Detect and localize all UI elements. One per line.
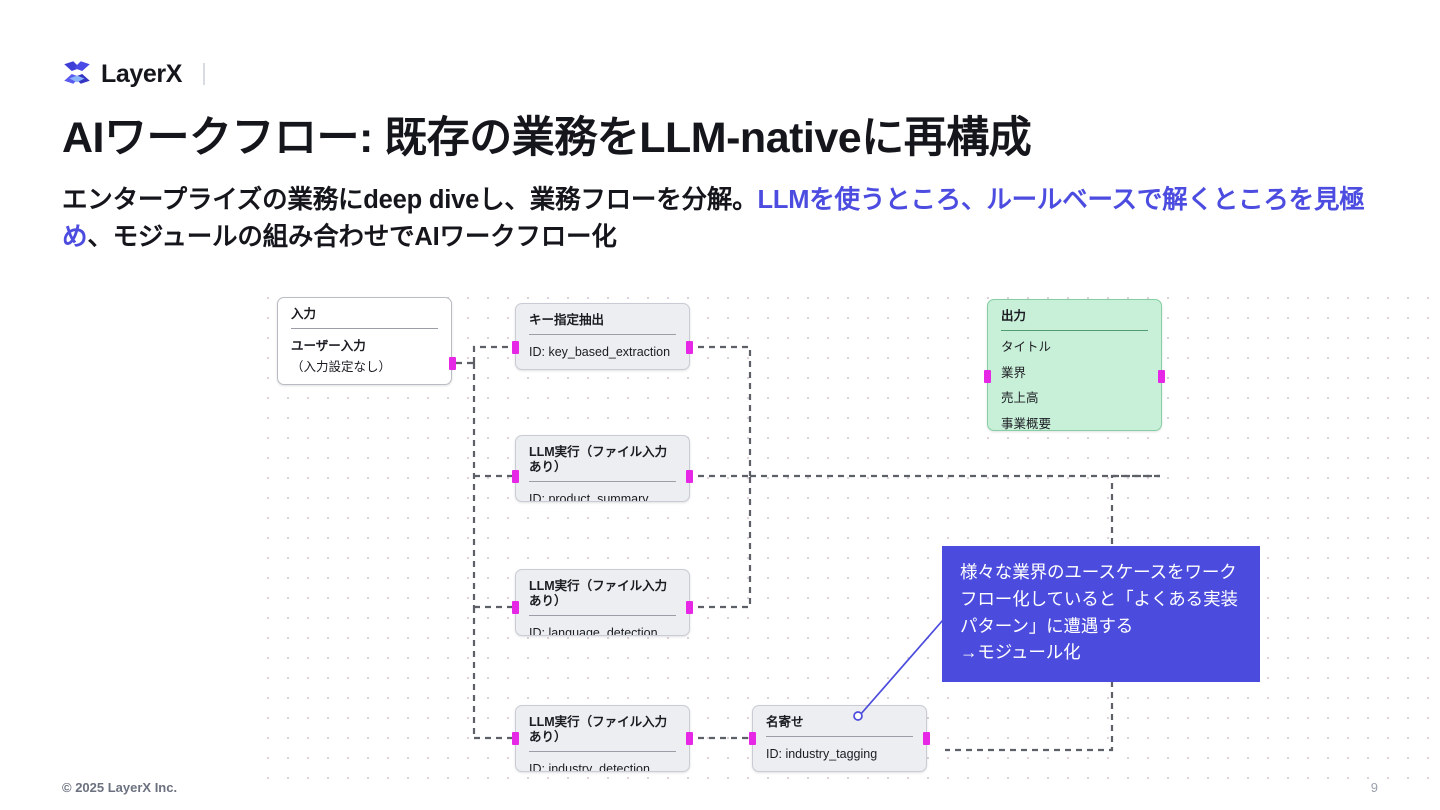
node-title: LLM実行（ファイル入力あり）: [529, 579, 668, 608]
port-output-in[interactable]: [984, 370, 991, 383]
page-subtitle: エンタープライズの業務にdeep diveし、業務フローを分解。LLMを使うとこ…: [62, 182, 1392, 255]
node-key-based-extraction[interactable]: キー指定抽出 ID: key_based_extraction: [515, 303, 690, 370]
callout-box: 様々な業界のユースケースをワークフロー化していると「よくある実装パターン」に遭遇…: [942, 546, 1260, 682]
node-subtitle: ID: product_summary: [529, 492, 649, 502]
node-body: ユーザー入力 （入力設定なし）: [278, 329, 451, 384]
subtitle-accent-1: LLMを使うところ、ルールベースで解くところ: [757, 186, 1289, 214]
node-product-summary[interactable]: LLM実行（ファイル入力あり） ID: product_summary: [515, 435, 690, 502]
node-subtitle: （入力設定なし）: [291, 359, 392, 374]
node-title: 出力: [1001, 309, 1027, 323]
list-item: 事業概要: [1001, 416, 1052, 431]
list-item: 売上高: [1001, 391, 1039, 405]
node-industry-detection[interactable]: LLM実行（ファイル入力あり） ID: industry_detection: [515, 705, 690, 772]
brand-logo: LayerX: [62, 57, 205, 91]
port-product-in[interactable]: [512, 470, 519, 483]
list-item: 業界: [1001, 365, 1027, 380]
subtitle-accent-2: を見極め: [62, 186, 1365, 251]
port-key-out[interactable]: [686, 341, 693, 354]
port-input-out[interactable]: [449, 357, 456, 370]
node-title: 名寄せ: [766, 715, 804, 729]
callout-text: 様々な業界のユースケースをワークフロー化していると「よくある実装パターン」に遭遇…: [960, 562, 1238, 663]
port-product-out[interactable]: [686, 470, 693, 483]
node-subtitle: ID: industry_tagging: [766, 747, 878, 761]
node-divider: [529, 615, 676, 616]
node-divider: [766, 736, 913, 737]
node-divider: [529, 481, 676, 482]
port-tagging-in[interactable]: [749, 732, 756, 745]
workflow-canvas[interactable]: 入力 ユーザー入力 （入力設定なし） キー指定抽出 ID: key_based_…: [255, 283, 1440, 783]
node-body: ID: industry_tagging: [753, 737, 926, 771]
node-input[interactable]: 入力 ユーザー入力 （入力設定なし）: [277, 297, 452, 385]
node-divider: [1001, 330, 1148, 331]
subtitle-tail: 、モジュールの組み合わせでAIワークフロー化: [87, 222, 617, 251]
node-title: 入力: [291, 307, 317, 321]
node-subtitle-bold: ユーザー入力: [291, 339, 366, 353]
footer-page-number: 9: [1370, 780, 1378, 795]
node-title: LLM実行（ファイル入力あり）: [529, 445, 668, 474]
port-key-in[interactable]: [512, 341, 519, 354]
node-divider: [529, 334, 676, 335]
node-divider: [291, 328, 438, 329]
node-subtitle: ID: language_detection: [529, 626, 658, 636]
node-subtitle: ID: key_based_extraction: [529, 345, 671, 359]
port-language-out[interactable]: [686, 601, 693, 614]
node-title: LLM実行（ファイル入力あり）: [529, 715, 668, 744]
port-language-in[interactable]: [512, 601, 519, 614]
node-subtitle: ID: industry_detection: [529, 762, 650, 772]
workflow-edges: [456, 345, 1160, 752]
node-body: ID: industry_detection: [516, 752, 689, 772]
footer-copyright: © 2025 LayerX Inc.: [62, 780, 178, 795]
node-body: タイトル 業界 売上高 事業概要 融資条件: [988, 331, 1161, 431]
port-industry-in[interactable]: [512, 732, 519, 745]
node-divider: [529, 751, 676, 752]
node-language-detection[interactable]: LLM実行（ファイル入力あり） ID: language_detection: [515, 569, 690, 636]
node-industry-tagging[interactable]: 名寄せ ID: industry_tagging: [752, 705, 927, 772]
port-tagging-out[interactable]: [923, 732, 930, 745]
brand-divider: [203, 63, 205, 85]
page-title: AIワークフロー: 既存の業務をLLM-nativeに再構成: [62, 114, 1032, 162]
subtitle-lead: エンタープライズの業務にdeep diveし、業務フローを分解。: [62, 186, 758, 214]
port-industry-out[interactable]: [686, 732, 693, 745]
callout-leader-line: [853, 619, 944, 721]
brand-name: LayerX: [101, 59, 182, 88]
node-body: ID: product_summary: [516, 482, 689, 502]
layerx-logo-icon: [64, 61, 90, 84]
list-item: タイトル: [1001, 340, 1052, 354]
port-output-out[interactable]: [1158, 370, 1165, 383]
node-body: ID: key_based_extraction: [516, 335, 689, 369]
node-body: ID: language_detection: [516, 616, 689, 636]
node-output[interactable]: 出力 タイトル 業界 売上高 事業概要 融資条件: [987, 299, 1162, 431]
node-title: キー指定抽出: [529, 313, 605, 327]
